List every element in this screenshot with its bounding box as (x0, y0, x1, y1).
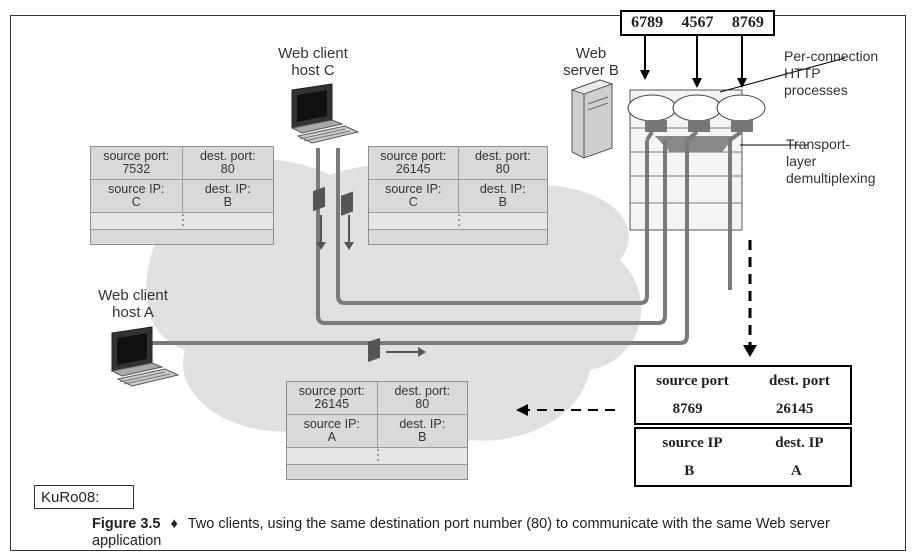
port-value: 6789 (631, 14, 664, 31)
source-port-label: source port: (380, 149, 447, 163)
source-port-value: 26145 (314, 397, 350, 411)
socket (688, 120, 710, 132)
source-ip-value: C (408, 195, 418, 209)
dest-ip-label: dest. IP: (204, 182, 251, 196)
source-port-label: source port: (298, 384, 365, 398)
host-a-computer-icon (110, 326, 180, 387)
server-ports-box: 6789 4567 8769 (620, 10, 775, 36)
dest-ip-value: B (418, 430, 427, 444)
dest-ip-label: dest. IP: (479, 182, 526, 196)
port-arrows (644, 36, 743, 80)
port-value: 8769 (731, 14, 764, 31)
source-port-label: source port: (103, 149, 170, 163)
source-port-value: 7532 (122, 162, 151, 176)
reply-ip-box: source IP dest. IP B A (634, 427, 852, 487)
reply-source-port-value: 8769 (672, 400, 703, 417)
source-ip-label: source IP: (303, 417, 360, 431)
source-tag: KuRo08: (34, 485, 134, 509)
reply-dest-port-label: dest. port (769, 372, 830, 389)
process-ellipse (716, 94, 766, 122)
source-ip-value: C (131, 195, 141, 209)
dest-port-value: 80 (415, 397, 430, 411)
per-connection-label: Per-connection HTTP processes (784, 48, 879, 98)
figure-caption: Figure 3.5 ♦ Two clients, using the same… (92, 516, 892, 550)
caption-text: Two clients, using the same destination … (92, 516, 830, 549)
source-ip-label: source IP: (385, 182, 442, 196)
reply-source-ip-label: source IP (662, 434, 723, 451)
socket (645, 120, 667, 132)
reply-source-port-label: source port (656, 372, 729, 389)
process-ellipse (627, 94, 677, 122)
reply-dest-ip-label: dest. IP (775, 434, 824, 451)
dest-port-value: 80 (220, 162, 235, 176)
reply-dest-ip-value: A (790, 462, 802, 479)
host-a-label: Web client host A (98, 287, 168, 321)
source-ip-label: source IP: (108, 182, 165, 196)
transport-label: Transport- layer demultiplexing (786, 136, 876, 186)
source-port-value: 26145 (395, 162, 431, 176)
segment-header-c2: source port:26145 dest. port:80 source I… (368, 146, 548, 245)
host-c-label: Web client host C (278, 45, 348, 79)
reply-port-box: source port dest. port 8769 26145 (634, 365, 852, 425)
server-tower-icon (570, 79, 614, 159)
dest-ip-label: dest. IP: (399, 417, 446, 431)
socket (731, 120, 753, 132)
process-ellipse (672, 94, 722, 122)
packet-arrows (313, 186, 426, 363)
dest-port-label: dest. port: (394, 384, 451, 398)
dest-ip-value: B (498, 195, 507, 209)
host-c-computer-icon (290, 83, 360, 144)
dest-port-label: dest. port: (199, 149, 256, 163)
figure-number: Figure 3.5 (92, 516, 161, 532)
server-b-label: Web server B (563, 45, 619, 79)
dest-port-label: dest. port: (474, 149, 531, 163)
segment-header-a: source port:26145 dest. port:80 source I… (286, 381, 468, 480)
demux-layer (655, 136, 735, 152)
dest-port-value: 80 (495, 162, 510, 176)
bullet-icon: ♦ (170, 516, 178, 532)
dest-ip-value: B (223, 195, 232, 209)
reply-dest-port-value: 26145 (775, 400, 814, 417)
reply-source-ip-value: B (684, 462, 695, 479)
source-ip-value: A (327, 430, 336, 444)
port-value: 4567 (681, 14, 714, 31)
segment-header-c1: source port:7532 dest. port:80 source IP… (90, 146, 274, 245)
connection-lines (152, 140, 732, 345)
